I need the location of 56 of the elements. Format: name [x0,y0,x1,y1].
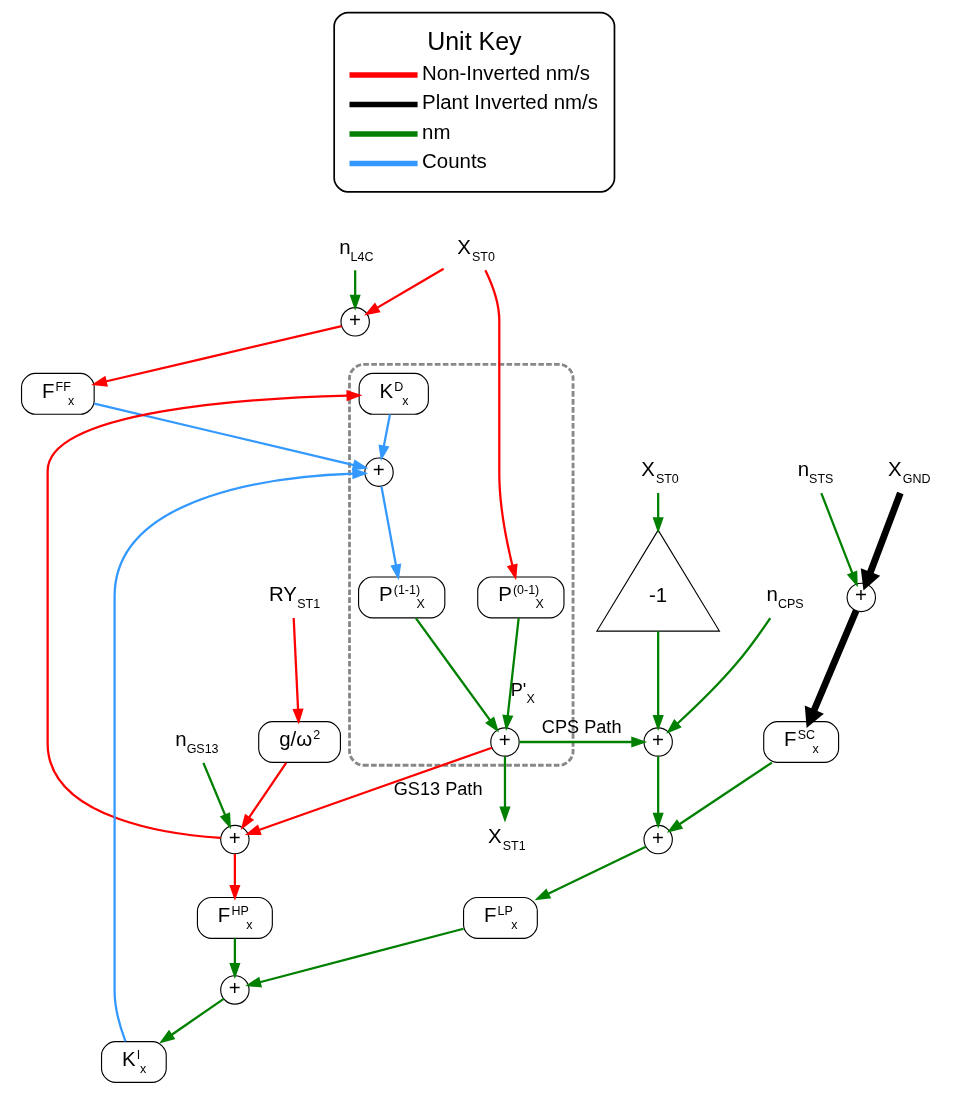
arrow [804,609,860,728]
node-text: X$_{ST1}$ [487,825,526,854]
node-circle: + [220,975,250,1005]
node-text: X$_{GND}$ [887,458,931,487]
node-text: n$_{STS}$ [797,458,834,487]
node-circle: + [643,824,673,855]
arrow [229,938,241,979]
arrow [202,762,232,830]
arrow [499,756,511,823]
arrow [652,493,664,534]
arrow [534,845,647,901]
node-circle: + [643,727,673,757]
legend-label: nm [422,120,451,143]
arrow [94,402,369,471]
arrow [380,486,402,581]
arrow [245,927,464,988]
node-circle: + [846,582,877,613]
node-text: RY$_{ST1}$ [268,583,321,612]
arrow [414,617,499,733]
arrow [666,617,772,734]
arrow [229,853,241,901]
legend-label: Non-Inverted nm/s [422,61,590,84]
node-circle: + [340,307,370,337]
node-text: X$_{ST0}$ [641,458,679,487]
arrow [244,746,493,835]
label: Unit Key [427,26,522,55]
node-text: n$_{L4C}$ [339,235,374,264]
edge-label: P'$_{X}$ [510,680,535,707]
arrow [113,468,369,1042]
legend-label: Counts [422,150,487,173]
arrow [349,270,361,311]
node-circle: + [490,727,520,757]
arrow [292,618,304,725]
arrow [860,491,904,591]
arrow [159,997,225,1044]
arrow [502,617,520,731]
arrow [820,492,858,588]
node-circle: + [364,457,394,487]
arrow [364,267,445,316]
arrow [652,631,664,732]
node-text: n$_{CPS}$ [766,583,804,612]
node-circle: + [220,824,250,855]
edge-label: CPS Path [541,716,622,737]
arrow [484,269,518,581]
arrow [240,762,288,830]
node-text: n$_{GS13}$ [175,727,219,756]
arrow [46,390,363,839]
node-box: g/ω$^{2}$ [258,721,341,763]
node-text: X$_{ST0}$ [457,235,495,264]
arrow [378,414,392,462]
arrow [91,325,342,387]
arrow [519,736,648,748]
arrow [666,761,773,833]
legend-label: Plant Inverted nm/s [422,91,598,114]
edge-label: GS13 Path [393,779,483,800]
arrow [652,756,664,829]
